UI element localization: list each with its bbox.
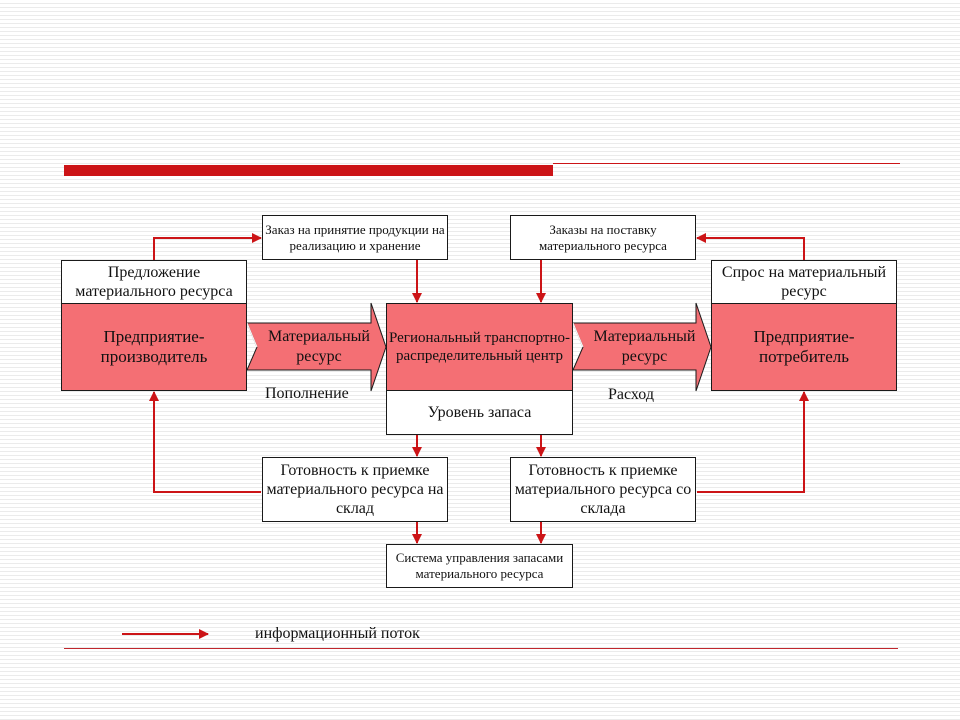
- demand-resource-box: Спрос на материальный ресурс: [711, 260, 897, 304]
- red-arrow-icon: [153, 233, 262, 260]
- block-arrow-icon: [246, 302, 387, 392]
- offer-resource-box: Предложение материального ресурса: [61, 260, 247, 304]
- replenishment-label: Пополнение: [265, 385, 349, 402]
- stock-level-box: Уровень запаса: [386, 390, 573, 435]
- order-supply-box: Заказы на поставку материального ресурса: [510, 215, 696, 260]
- ready-to-warehouse-box: Готовность к приемке материального ресур…: [262, 457, 448, 522]
- title-accent-line: [553, 163, 900, 164]
- red-arrow-icon: [697, 391, 809, 493]
- red-arrow-icon: [149, 391, 261, 493]
- title-accent-bar: [64, 165, 553, 176]
- consumer-box: Предприятие-потребитель: [711, 303, 897, 391]
- order-accept-box: Заказ на принятие продукции на реализаци…: [262, 215, 448, 260]
- legend-info-flow-label: информационный поток: [255, 625, 420, 642]
- inventory-system-box: Система управления запасами материальног…: [386, 544, 573, 588]
- material-resource-left-label: Материальный ресурс: [268, 327, 370, 365]
- footer-rule: [64, 648, 898, 649]
- material-resource-right-label: Материальный ресурс: [593, 327, 696, 365]
- block-arrow-icon: [572, 302, 712, 392]
- distribution-center-box: Региональный транспортно-распределительн…: [386, 303, 573, 391]
- producer-box: Предприятие-производитель: [61, 303, 247, 391]
- red-arrow-icon: [696, 233, 805, 260]
- consumption-label: Расход: [608, 386, 654, 403]
- ready-from-warehouse-box: Готовность к приемке материального ресур…: [510, 457, 696, 522]
